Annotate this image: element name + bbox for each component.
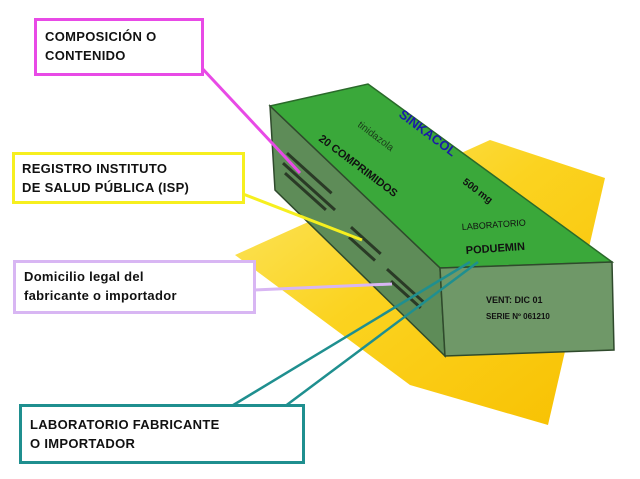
callout-registro-line1: REGISTRO INSTITUTO [22,161,168,176]
serie-text: SERIE Nº 061210 [486,312,550,321]
lab-name: PODUEMIN [465,241,525,257]
callout-composicion: COMPOSICIÓN O CONTENIDO [34,18,204,76]
callout-domicilio-line1: Domicilio legal del [24,269,144,284]
callout-composicion-line2: CONTENIDO [45,47,126,63]
callout-laboratorio: LABORATORIO FABRICANTE O IMPORTADOR [19,404,305,464]
box-front-face [439,261,615,357]
leader-domicilio [253,282,393,292]
callout-registro-isp: REGISTRO INSTITUTO DE SALUD PÚBLICA (ISP… [12,152,245,204]
callout-composicion-line1: COMPOSICIÓN O [45,29,157,44]
callout-laboratorio-line2: O IMPORTADOR [30,435,136,451]
callout-domicilio: Domicilio legal del fabricante o importa… [13,260,256,314]
lab-label: LABORATORIO [461,218,526,232]
leader-composicion [198,64,302,175]
callout-domicilio-line2: fabricante o importador [24,287,177,303]
leader-laboratorio-2 [283,260,479,409]
expiry-text: VENT: DIC 01 [486,295,543,305]
callout-registro-line2: DE SALUD PÚBLICA (ISP) [22,179,190,195]
leader-registro [242,192,363,242]
callout-laboratorio-line1: LABORATORIO FABRICANTE [30,417,220,432]
leader-laboratorio-1 [229,260,471,409]
